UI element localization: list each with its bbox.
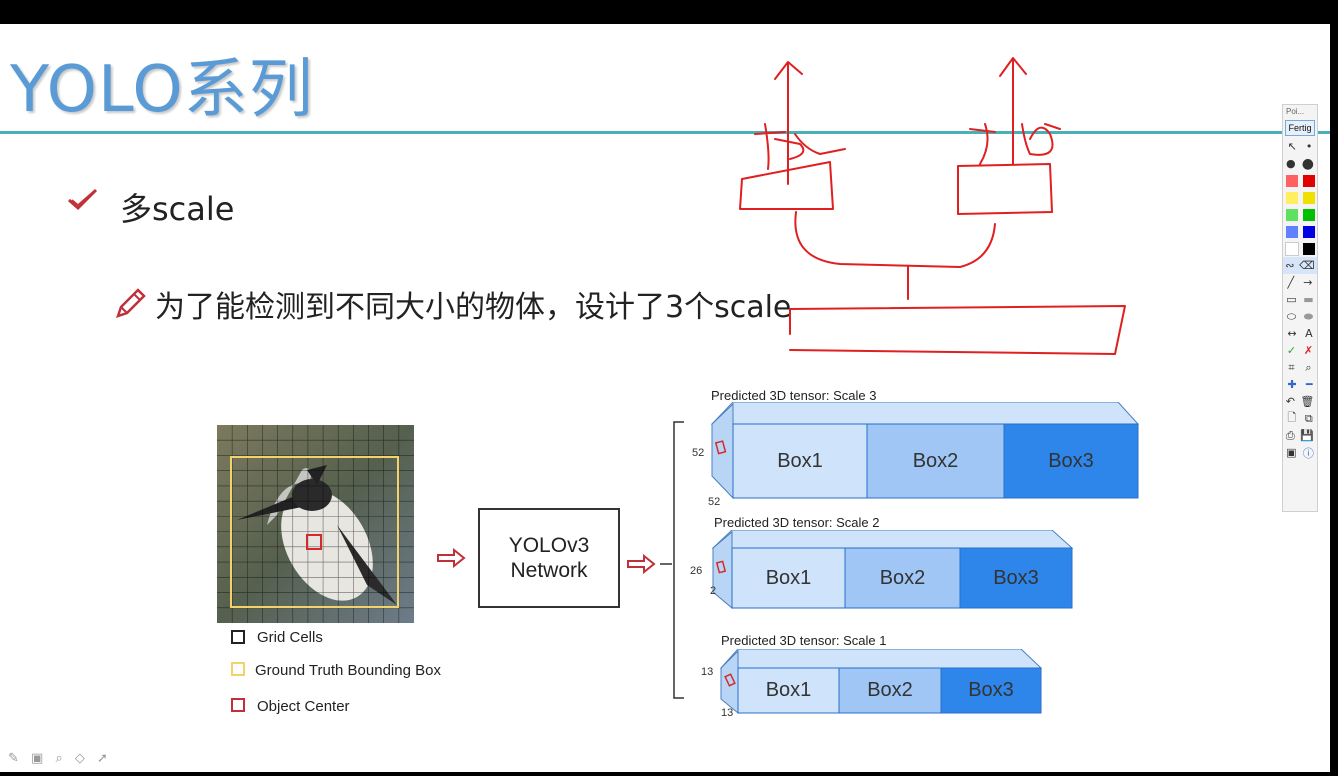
bracket <box>673 421 684 699</box>
toolbar-title: Poi... <box>1286 107 1305 116</box>
handwritten-annotation <box>739 57 1126 355</box>
color-black-icon[interactable] <box>1303 242 1315 255</box>
new-page-icon[interactable]: 🗋 <box>1287 411 1297 424</box>
tensor-scale2 <box>711 530 1074 610</box>
grid-overlay <box>217 425 414 623</box>
tensor-scale3 <box>710 402 1140 500</box>
ellipse-icon[interactable]: ⬭ <box>1286 309 1297 323</box>
zoom-icon[interactable]: ⌕ <box>1305 360 1312 374</box>
tensor-scale3-dim2: 52 <box>708 496 721 508</box>
rectangle-icon[interactable]: ▭ <box>1286 293 1297 306</box>
tensor-scale1-dim2: 13 <box>721 707 734 719</box>
tensor-scale1-label: Predicted 3D tensor: Scale 1 <box>721 633 887 648</box>
legend-grid-cells-swatch <box>231 630 245 644</box>
dot-large-icon[interactable]: ● <box>1301 155 1314 172</box>
color-green-icon[interactable] <box>1285 208 1298 221</box>
arrow-right-icon <box>437 548 466 568</box>
minus-icon[interactable]: ━ <box>1305 378 1313 391</box>
dot-medium-icon[interactable]: ● <box>1286 157 1296 170</box>
color-yellow-icon[interactable] <box>1302 191 1315 204</box>
crop-icon[interactable]: ⌗ <box>1288 360 1295 374</box>
slide: YOLO系列 多scale 为了能检测到不同大小的物体，设计了3个scale <box>0 24 1330 772</box>
tensor-scale3-dim1: 52 <box>692 447 705 459</box>
legend-ground-truth-swatch <box>231 662 245 676</box>
legend-object-center-swatch <box>231 698 245 712</box>
box2: Box2 <box>912 450 959 472</box>
screen-icon[interactable]: ▣ <box>1286 446 1297 459</box>
box2: Box2 <box>867 679 913 701</box>
copy-icon[interactable]: ⧉ <box>1304 411 1313 425</box>
trash-icon[interactable]: 🗑 <box>1300 395 1315 408</box>
color-white-icon[interactable] <box>1285 241 1299 256</box>
double-arrow-icon[interactable]: ↔ <box>1287 327 1297 340</box>
tensor-scale1-dim1: 13 <box>701 666 714 678</box>
color-red-icon[interactable] <box>1285 174 1298 187</box>
undo-icon[interactable]: ↶ <box>1285 395 1295 408</box>
box1: Box1 <box>777 450 823 472</box>
tensor-scale3-label: Predicted 3D tensor: Scale 3 <box>711 388 877 403</box>
text-icon[interactable]: A <box>1305 327 1313 340</box>
freehand-icon[interactable]: ∾ <box>1285 259 1295 272</box>
tensor-scale1 <box>719 649 1043 715</box>
done-button[interactable]: Fertig <box>1285 120 1315 136</box>
tensor-scale2-dim2: 2 <box>710 585 717 597</box>
print-icon[interactable]: ⎙ <box>1285 428 1295 442</box>
box3: Box3 <box>993 567 1039 589</box>
box1: Box1 <box>765 567 812 589</box>
slide-controls[interactable]: ✎ ▣ ⌕ ◇ ➚ <box>8 751 112 766</box>
tensor-scale2-dim1: 26 <box>690 565 703 577</box>
arrow-icon[interactable]: → <box>1303 276 1313 289</box>
filled-ellipse-icon[interactable]: ⬬ <box>1303 309 1314 323</box>
eraser-icon[interactable]: ⌫ <box>1299 259 1315 272</box>
color-blue-icon[interactable] <box>1285 225 1298 238</box>
legend-ground-truth: Ground Truth Bounding Box <box>255 662 441 679</box>
filled-rectangle-icon[interactable]: ▬ <box>1303 293 1314 306</box>
legend-object-center: Object Center <box>257 698 350 715</box>
color-yellow-icon[interactable] <box>1285 191 1298 204</box>
bullet-multi-scale: 多scale <box>120 190 235 228</box>
bird-image <box>217 425 414 623</box>
annotation-toolbar: Poi... Fertig ↖ • ● ● ∾ ⌫ ╱ → ▭ ▬ ⬭ ⬬ ↔ A ✓ ✗ ⌗ ⌕… <box>1282 104 1318 512</box>
box3: Box3 <box>968 679 1014 701</box>
save-icon[interactable]: 💾 <box>1300 429 1315 442</box>
plus-icon[interactable]: ✚ <box>1287 378 1297 391</box>
color-green-icon[interactable] <box>1302 208 1315 221</box>
legend-grid-cells: Grid Cells <box>257 629 323 646</box>
pencil-icon <box>116 288 146 318</box>
yolov3-network-box: YOLOv3 Network <box>478 508 620 608</box>
info-icon[interactable]: ⓘ <box>1302 446 1314 460</box>
box3: Box3 <box>1048 450 1094 472</box>
check-icon[interactable]: ✓ <box>1286 344 1297 357</box>
network-line2: Network <box>510 559 588 582</box>
line-icon[interactable]: ╱ <box>1287 276 1295 289</box>
color-red-icon[interactable] <box>1302 174 1315 187</box>
tensor-scale2-label: Predicted 3D tensor: Scale 2 <box>714 515 880 530</box>
bullet-three-scales: 为了能检测到不同大小的物体，设计了3个scale <box>155 290 792 325</box>
network-line1: YOLOv3 <box>508 534 590 557</box>
title-divider <box>0 131 1330 134</box>
box1: Box1 <box>765 679 812 701</box>
cursor-icon[interactable]: ↖ <box>1287 140 1297 153</box>
cross-icon[interactable]: ✗ <box>1303 344 1314 357</box>
arrow-right-icon <box>627 554 672 574</box>
color-blue-icon[interactable] <box>1302 225 1315 238</box>
slide-title: YOLO系列 <box>10 53 314 127</box>
box2: Box2 <box>879 567 926 589</box>
dot-small-icon[interactable]: • <box>1305 140 1313 153</box>
check-icon <box>68 188 98 211</box>
